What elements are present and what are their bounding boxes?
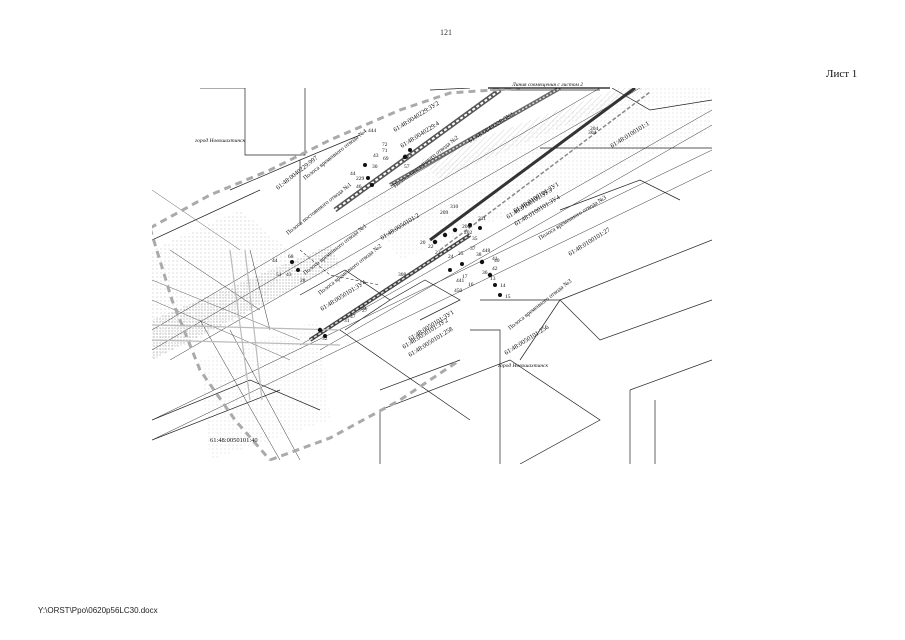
pipeline-strip-upper bbox=[333, 88, 561, 213]
strip-label: Полоса временного отвода №3 bbox=[508, 278, 574, 331]
point-number: 43 bbox=[373, 153, 379, 159]
point-number: 22 bbox=[428, 244, 434, 250]
point-number: 23 bbox=[435, 250, 441, 256]
point-number: 72 bbox=[382, 142, 388, 148]
point-number: 25 bbox=[458, 251, 464, 257]
point-number: 37 bbox=[470, 246, 476, 252]
parcel-boundaries bbox=[152, 88, 712, 464]
point-number: 36 bbox=[482, 270, 488, 276]
point-number: 41 bbox=[492, 256, 498, 262]
texture-area-strip bbox=[420, 88, 650, 180]
strip-label: Полоса постоянного отвода №1 bbox=[286, 182, 353, 237]
point-number: 27 bbox=[362, 308, 368, 314]
point-number: 71 bbox=[382, 148, 388, 154]
point-number: 46 bbox=[356, 184, 362, 190]
point-number: 69 bbox=[383, 156, 389, 162]
parcel-label: 61:48:0100101:27 bbox=[567, 226, 612, 258]
footer-file-path: Y:\ORST\Ppo\0620p56LC30.docx bbox=[38, 606, 158, 615]
point-number: 229 bbox=[356, 176, 365, 182]
point-number: 20 bbox=[420, 240, 426, 246]
point-number: 28 bbox=[300, 278, 306, 284]
city-boundary-lower bbox=[152, 229, 272, 461]
point-number: 308 bbox=[398, 272, 407, 278]
road-lines bbox=[152, 88, 712, 461]
point-number: 13 bbox=[490, 276, 496, 282]
point-number: 44 bbox=[350, 171, 356, 177]
texture-area-upper bbox=[360, 88, 712, 260]
point-number: 51 bbox=[276, 272, 282, 278]
point-number: 68 bbox=[288, 254, 294, 260]
point-number: 31 bbox=[344, 318, 350, 324]
top-line-label: Линия совмещения с листом 2 bbox=[511, 82, 583, 88]
point-number: 44 bbox=[272, 258, 278, 264]
page-number: 121 bbox=[440, 28, 452, 37]
point-number: 441 bbox=[456, 278, 465, 284]
point-number: 17 bbox=[462, 274, 468, 280]
parcel-label: 61:48:0050101:40 bbox=[210, 437, 258, 444]
city-boundary bbox=[152, 88, 521, 229]
survey-points bbox=[290, 148, 502, 338]
map-body bbox=[152, 88, 712, 464]
point-number: 57 bbox=[404, 164, 410, 170]
point-number: 209 bbox=[440, 210, 449, 216]
point-number: 206 bbox=[462, 224, 471, 230]
street-lines bbox=[152, 249, 341, 401]
point-number: 310 bbox=[450, 204, 459, 210]
point-number: 450 bbox=[454, 288, 463, 294]
point-number: 58 bbox=[404, 154, 410, 160]
texture-area-road bbox=[152, 245, 340, 360]
point-number: 30 bbox=[372, 164, 378, 170]
point-number: 35 bbox=[472, 236, 478, 242]
sheet-label: Лист 1 bbox=[826, 68, 858, 80]
city-label-bottom: город Новошахтинск bbox=[498, 362, 549, 369]
point-number: 15 bbox=[505, 294, 511, 300]
point-number: 38 bbox=[476, 252, 482, 258]
point-number: 14 bbox=[500, 283, 506, 289]
point-number: 40 bbox=[494, 258, 500, 264]
point-number: 309 bbox=[358, 306, 367, 312]
point-number: 304 bbox=[588, 130, 597, 136]
point-number: 32 bbox=[322, 336, 328, 342]
point-number: 204 bbox=[590, 126, 599, 132]
point-number: 16 bbox=[468, 282, 474, 288]
point-number: 211 bbox=[478, 216, 486, 222]
pipeline-strip-lower bbox=[308, 88, 651, 342]
point-number: 448 bbox=[482, 248, 491, 254]
texture-area-bottom bbox=[200, 320, 330, 460]
strip-label: Полоса временного отвода №1 bbox=[303, 223, 369, 276]
point-number: 43 bbox=[286, 272, 292, 278]
point-number: 202 bbox=[464, 230, 473, 236]
point-number: 42 bbox=[492, 266, 498, 272]
point-number: 444 bbox=[368, 128, 377, 134]
point-number: 47 bbox=[350, 314, 356, 320]
point-number: 24 bbox=[448, 254, 454, 260]
city-label-left: город Новошахтинск bbox=[195, 137, 246, 144]
